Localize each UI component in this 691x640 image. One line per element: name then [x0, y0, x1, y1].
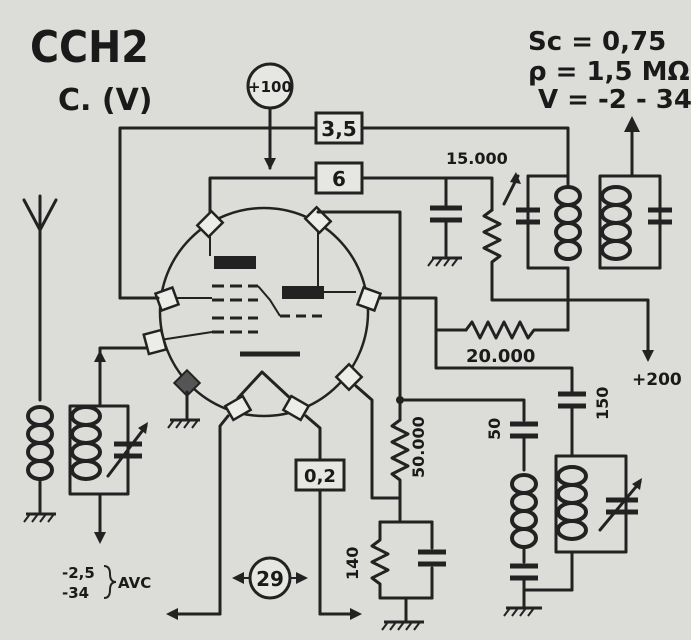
arrow-right-icon: [296, 572, 308, 584]
supply-100-label: +100: [248, 78, 292, 96]
r-50000-label: 50.000: [409, 416, 428, 478]
brace-icon: [103, 565, 117, 599]
param-v: V = -2 - 34: [538, 85, 691, 115]
arrow-head-icon: [510, 172, 521, 184]
resistor-140: [370, 520, 446, 631]
heater-label: 29: [256, 567, 284, 591]
box-6-label: 6: [332, 167, 346, 191]
arrow-left-icon: [232, 572, 244, 584]
param-sc: Sc = 0,75: [528, 27, 666, 57]
arrow-down-icon: [264, 158, 276, 170]
avc-label: AVC: [118, 574, 151, 592]
avc-top: -2,5: [62, 564, 95, 582]
param-rho: ρ = 1,5 MΩ: [528, 57, 690, 87]
coil-osc-primary: [516, 174, 582, 332]
tube-envelope: [158, 206, 370, 418]
box-35-label: 3,5: [321, 117, 356, 141]
heater-circle: [248, 556, 292, 600]
r-140-label: 140: [343, 547, 362, 580]
c-50-label: 50: [485, 418, 504, 440]
box-02-label: 0,2: [304, 466, 336, 487]
coil-input: [23, 350, 148, 544]
pin-wires: [98, 210, 402, 616]
supply-200-label: +200: [632, 370, 682, 390]
resistor-20000: [368, 296, 654, 362]
coil-osc-secondary: [598, 116, 672, 270]
avc-bottom: -34: [62, 584, 89, 602]
r-20000-label: 20.000: [466, 346, 535, 367]
wire-box-35: [118, 126, 570, 300]
tube-subtitle: C. (V): [58, 83, 153, 118]
coil-if: [434, 328, 642, 617]
arrow-right-icon-2: [350, 608, 362, 620]
box-6: [314, 161, 364, 195]
r-15000-label: 15.000: [446, 149, 508, 168]
resistor-15000: [482, 208, 570, 302]
c-150-label: 150: [593, 387, 612, 420]
resistor-50000: [390, 396, 526, 522]
box-35: [314, 111, 364, 145]
tube-name: CCH2: [30, 22, 149, 73]
ground-cathode: [167, 418, 200, 429]
arrow-left-icon-2: [166, 608, 178, 620]
tube-pins: [142, 205, 383, 422]
antenna-icon: [22, 194, 58, 402]
tube-electrodes: [159, 232, 356, 400]
wire-box-6: [208, 176, 494, 224]
capacitor-15000: [427, 205, 462, 267]
